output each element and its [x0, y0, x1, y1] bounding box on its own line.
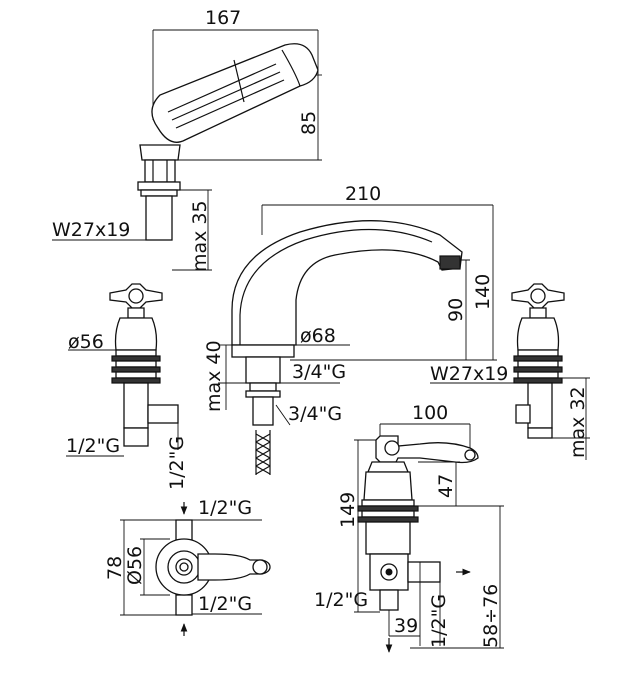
spout-drawing: 210 140 90 ø68 max 40 3/4"G 3/4"G: [203, 183, 497, 475]
handshower-height-label: 85: [298, 111, 320, 135]
spout-width-label: 210: [345, 183, 381, 205]
spout-thread-2-label: 3/4"G: [288, 403, 342, 425]
right-valve-drawing: W27x19 max 32: [430, 283, 590, 460]
handshower-drawing: 167 85 W27x19 max 35: [52, 7, 322, 272]
handshower-max-label: max 35: [189, 200, 211, 272]
left-valve-g2-label: 1/2"G: [166, 436, 188, 490]
left-valve-diameter-label: ø56: [68, 331, 104, 353]
diverter-149-label: 149: [337, 492, 359, 528]
right-valve-max-label: max 32: [567, 386, 589, 458]
top-view-g-bottom-label: 1/2"G: [198, 593, 252, 615]
right-valve-thread-label: W27x19: [430, 363, 508, 385]
left-valve-drawing: ø56 1/2"G 1/2"G: [66, 283, 188, 490]
diverter-width-label: 100: [412, 402, 448, 424]
diverter-39-label: 39: [394, 615, 418, 637]
spout-thread-1-label: 3/4"G: [292, 361, 346, 383]
top-view-g-top-label: 1/2"G: [198, 497, 252, 519]
top-view-diameter-label: Ø56: [124, 546, 146, 585]
diverter-47-label: 47: [435, 474, 457, 498]
spout-height-140-label: 140: [472, 274, 494, 310]
spout-diameter-label: ø68: [300, 325, 336, 347]
top-view-drawing: 1/2"G 1/2"G 78 Ø56: [104, 497, 271, 636]
diverter-g2-label: 1/2"G: [428, 594, 450, 648]
spout-max-label: max 40: [203, 340, 225, 412]
diverter-drawing: 100 149 47 1/2"G 39 1/2"G 58÷76: [314, 402, 504, 653]
handshower-width-label: 167: [205, 7, 241, 29]
diverter-g1-label: 1/2"G: [314, 589, 368, 611]
left-valve-g1-label: 1/2"G: [66, 435, 120, 457]
top-view-78-label: 78: [104, 556, 126, 580]
spout-height-90-label: 90: [445, 298, 467, 322]
diverter-range-label: 58÷76: [480, 584, 502, 648]
handshower-thread-label: W27x19: [52, 219, 130, 241]
